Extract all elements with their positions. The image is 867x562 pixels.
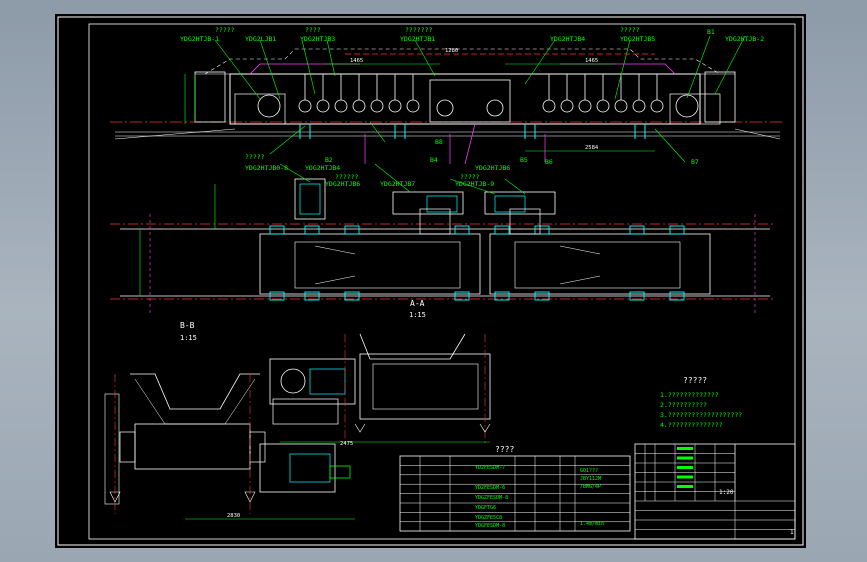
section-bb-title: B-B [180,321,195,330]
label-ml3: YDG2HTJB6 [475,164,510,172]
label-pl3: YDG2HTJB-9 [455,180,494,188]
label-pl1: YDG2HTJB6 [325,180,360,188]
bom-table: ???? YD2FESDM-7 YD2FESDM-6 YDGZFESDM-8 Y… [399,445,631,532]
label-tl7: YDG2HTJB-2 [725,35,764,43]
bom-row-5: YDGZFE5C8 [475,515,502,521]
bom-title: ???? [495,445,514,454]
label-ml1: YDG2HTJB0-8 [245,164,288,172]
label-tl6: YDG2HTJB5 [620,35,655,43]
label-b1: B1 [707,28,715,36]
section-aa-scale: 1:15 [409,311,426,319]
title-block: 1:20 1 [634,443,796,540]
label-tl1: YDG2HTJB-1 [180,35,219,43]
drawing-canvas: ????? 1.????????????? 2.?????????? 3.???… [57,16,804,546]
notes: ????? 1.????????????? 2.?????????? 3.???… [660,376,742,429]
label-q6: ?????? [335,173,359,181]
inner-frame [88,23,796,540]
drawing-sheet[interactable]: ????? 1.????????????? 2.?????????? 3.???… [55,14,806,548]
label-q4: ????? [620,26,640,34]
bom-spec-3: /BMG/4P [580,484,601,490]
sheet-frame [57,16,804,546]
plan-view [110,163,775,314]
note-1: 1.????????????? [660,391,719,399]
section-bb-scale: 1:15 [180,334,197,342]
label-q3: ??????? [405,26,432,34]
section-aa [269,333,491,444]
bom-spec-2: JBY112M [580,476,601,482]
section-aa-title: A-A [410,299,425,308]
dim-5: 2475 [340,441,353,447]
dim-2: 1465 [585,58,598,64]
label-ml2: YDG2HTJB4 [305,164,340,172]
bom-row-2: YD2FESDM-6 [475,485,505,491]
label-b6: B6 [545,158,553,166]
label-b8: B8 [435,138,443,146]
labels: YDG2HTJB-1 YDG2LJB1 YDG2HTJB3 YDG2HTJB1 … [180,26,764,519]
label-tl2: YDG2LJB1 [245,35,276,43]
scale-value: 1:20 [719,489,734,496]
section-bb [104,373,355,520]
bom-speed: 1.4m/min [580,521,604,527]
label-q2: ???? [305,26,321,34]
label-b7: B7 [691,158,699,166]
label-pl2: YDG2HTJB7 [380,180,415,188]
bom-row-4: YDGFTG6 [475,505,496,511]
elevation-view [110,35,785,165]
label-b4: B4 [430,156,438,164]
bom-row-1: YD2FESDM-7 [475,465,505,471]
dim-1: 1465 [350,58,363,64]
label-tl5: YDG2HTJB4 [550,35,585,43]
label-q1: ????? [215,26,235,34]
bom-spec-1: GQ1??? [580,468,598,474]
label-b2: B2 [325,156,333,164]
label-q5: ????? [245,153,265,161]
label-q7: ????? [460,173,480,181]
bom-row-3: YDGZFESDM-8 [475,495,508,501]
dim-6: 2830 [227,513,240,519]
sheet-number: 1 [790,529,794,536]
bom-row-6: YDGFESDM-8 [475,523,505,529]
note-3: 3.??????????????????? [660,411,742,419]
dim-4: 2584 [585,145,599,151]
label-tl4: YDG2HTJB1 [400,35,435,43]
notes-title: ????? [683,376,707,385]
dim-3: 1280 [445,48,458,54]
label-tl3: YDG2HTJB3 [300,35,335,43]
note-4: 4.?????????????? [660,421,723,429]
label-b5: B5 [520,156,528,164]
note-2: 2.?????????? [660,401,707,409]
